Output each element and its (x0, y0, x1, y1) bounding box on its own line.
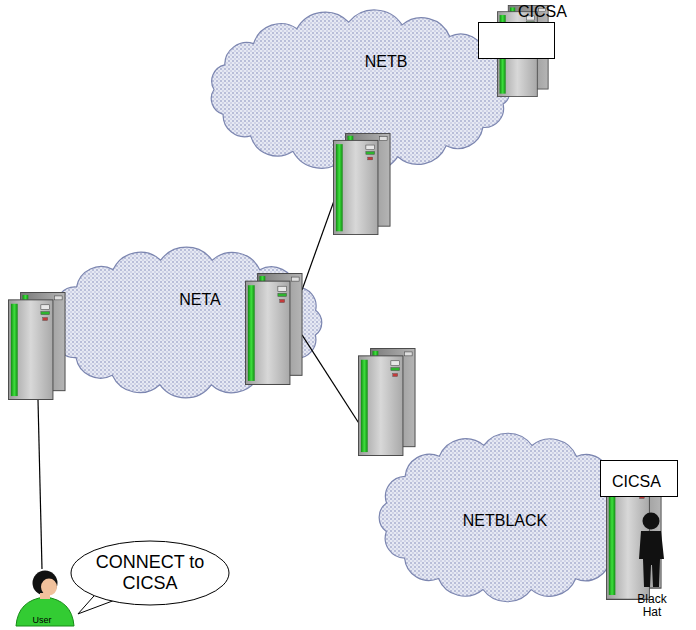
node-text: CICSA (517, 2, 568, 23)
figure-caption: Black Hat (637, 593, 666, 619)
server-icon (8, 292, 65, 399)
figure-label: User (32, 616, 51, 626)
node-text: NETA (179, 291, 220, 309)
node-text: CICSA (611, 472, 663, 493)
user-figure (16, 571, 74, 627)
black-hat-figure (639, 513, 664, 588)
cloud-shape (50, 247, 322, 398)
server-icon (245, 274, 302, 385)
figure-label: Black Hat (637, 593, 666, 619)
user-link-line (38, 400, 42, 569)
speech-bubble: CONNECT to CICSA (70, 540, 230, 606)
figure-caption: User (32, 616, 51, 626)
system-label-box: CICSA (600, 460, 678, 497)
server-icon (358, 348, 415, 455)
network-cloud: CICSANETBLACK (370, 430, 645, 605)
cloud-shape (379, 433, 636, 602)
node-text: CONNECT to CICSA (86, 552, 214, 593)
server-icon (333, 133, 390, 234)
system-label-box: CICSA (478, 22, 555, 59)
node-text: NETBLACK (463, 512, 547, 530)
servers (8, 5, 661, 599)
bubble-ellipse (71, 541, 229, 605)
node-text: NETB (365, 53, 408, 71)
server-icon (497, 5, 548, 96)
